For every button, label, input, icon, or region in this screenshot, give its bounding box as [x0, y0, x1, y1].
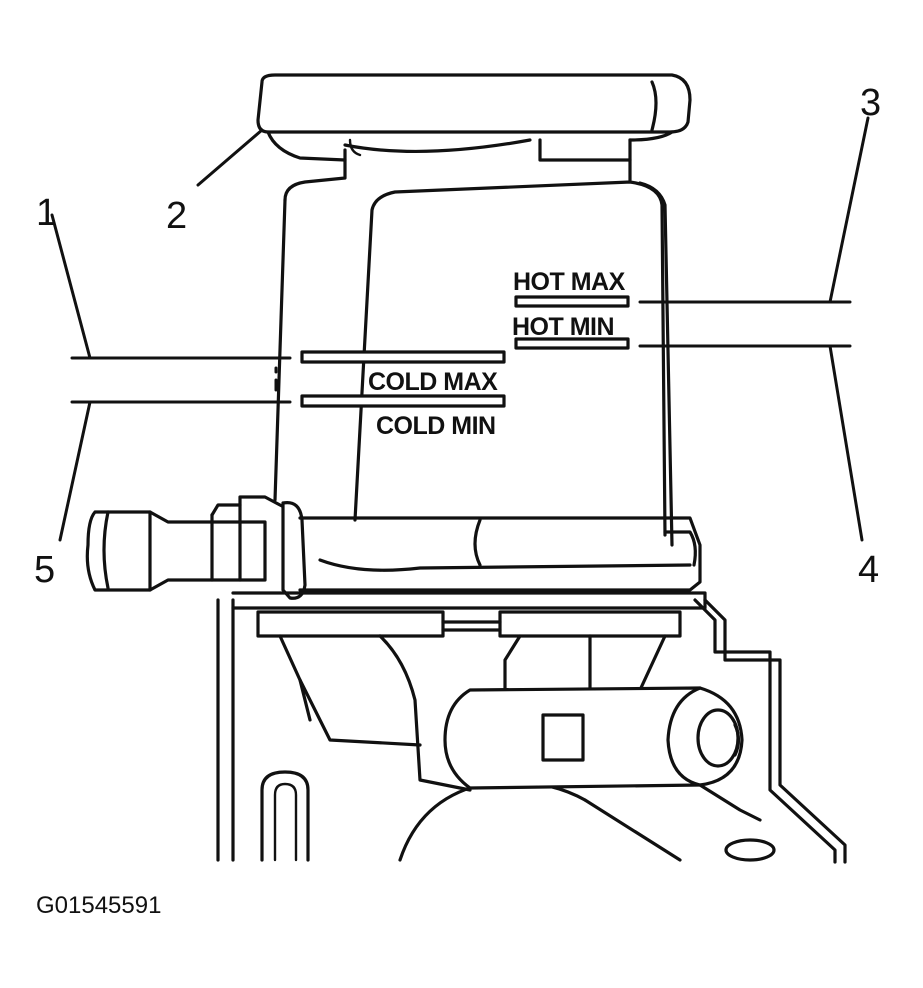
callout-3: 3 [860, 82, 881, 124]
callout-2: 2 [166, 195, 187, 237]
filler-cap [256, 73, 692, 162]
hot-min-mark [514, 337, 630, 350]
mounting-bracket [216, 598, 847, 864]
callout-5: 5 [34, 549, 55, 591]
cold-min-mark [300, 394, 506, 408]
hot-max-mark [514, 295, 630, 308]
callout-1: 1 [36, 192, 57, 234]
inlet-hose [85, 495, 702, 600]
cold-min-label: COLD MIN [376, 412, 496, 440]
hot-min-label: HOT MIN [512, 313, 614, 341]
reservoir-body [273, 138, 674, 547]
hot-max-label: HOT MAX [513, 268, 626, 296]
callout-4: 4 [858, 549, 879, 591]
figure-id: G01545591 [36, 892, 161, 919]
cold-max-label: COLD MAX [368, 368, 498, 396]
reservoir-base [231, 591, 707, 792]
leader-2 [196, 128, 264, 187]
cold-max-mark [300, 350, 506, 364]
return-port-fitting [443, 686, 762, 822]
leader-lines [50, 116, 870, 542]
